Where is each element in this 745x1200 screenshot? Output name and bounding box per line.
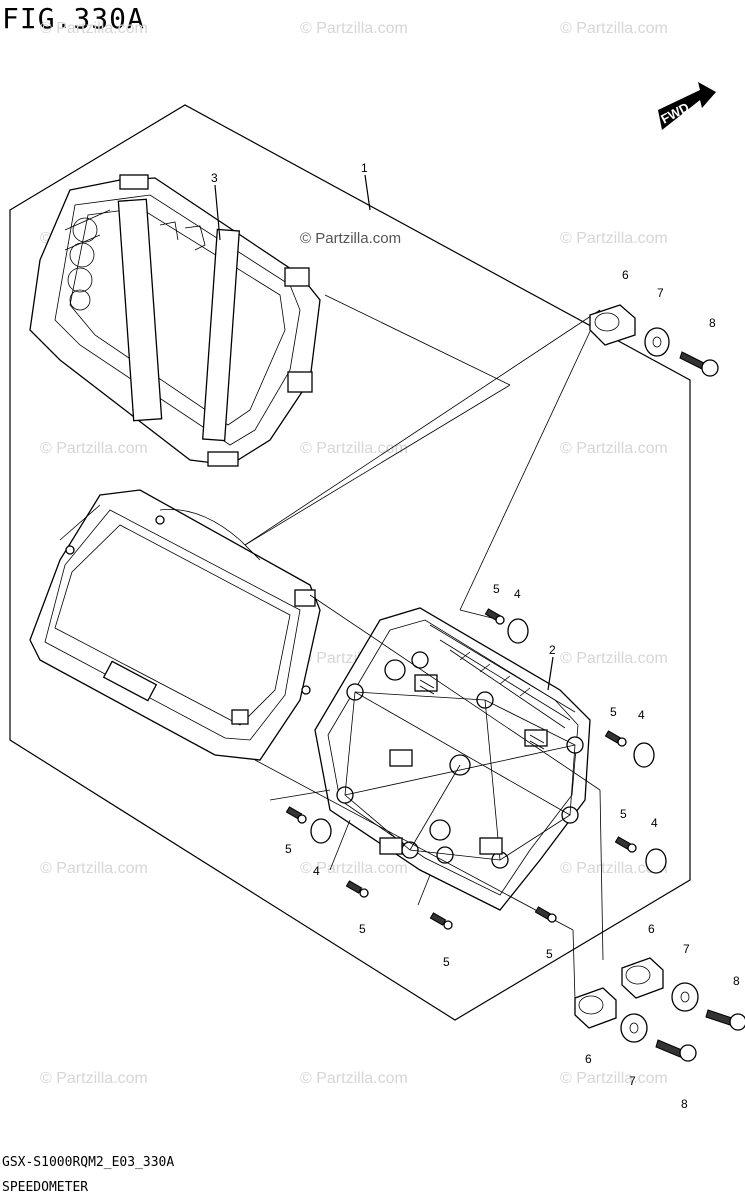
watermark: © Partzilla.com [40,20,148,37]
model-code: GSX-S1000RQM2_E03_330A [2,1155,175,1170]
callout-3: 3 [211,171,218,185]
meter-case [314,607,591,911]
callout-8a: 8 [709,316,716,330]
callout-4d: 4 [313,864,320,878]
callout-6c: 6 [585,1052,592,1066]
grommet-6a [589,304,636,346]
watermark: © Partzilla.com [300,1070,408,1087]
callout-5e: 5 [359,922,366,936]
fwd-arrow-icon: FWD [658,82,716,130]
callout-7c: 7 [629,1074,636,1088]
watermark: © Partzilla.com [300,20,408,37]
meter-cover [29,174,321,467]
screw-5c [614,836,637,853]
callout-5c: 5 [620,807,627,821]
callout-7b: 7 [683,942,690,956]
leader-lines [214,174,604,1001]
watermark: © Partzilla.com [40,1070,148,1087]
screw-5g [534,906,557,923]
callout-4b: 4 [638,708,645,722]
callout-4c: 4 [651,816,658,830]
callout-1: 1 [361,161,368,175]
bolt-8b [705,1009,745,1031]
callout-6a: 6 [622,268,629,282]
grommet-6b [621,957,664,999]
bolt-8a [679,351,719,377]
callout-7a: 7 [657,286,664,300]
screw-5a [484,608,505,625]
callout-5f: 5 [443,955,450,969]
watermark: © Partzilla.com [560,440,668,457]
callout-5a: 5 [493,582,500,596]
washer-7b [671,982,699,1012]
callout-6b: 6 [648,922,655,936]
watermark: © Partzilla.com [40,440,148,457]
screw-5f [429,912,453,930]
figure-name: SPEEDOMETER [2,1180,89,1195]
callout-5g: 5 [546,947,553,961]
callout-2: 2 [549,643,556,657]
fwd-text: FWD [658,100,691,127]
screw-5e [345,880,369,898]
watermark: © Partzilla.com [300,440,408,457]
callout-5d: 5 [285,842,292,856]
screws [285,608,637,930]
figure-title: FIG.330A [2,2,145,35]
rubber-caps [310,618,667,874]
watermark: © Partzilla.com [560,1070,668,1087]
assembly-outline [9,104,691,1021]
watermark: © Partzilla.com [560,230,668,247]
watermark: © Partzilla.com [560,20,668,37]
grommet-6c [574,987,617,1029]
screw-5b [604,730,627,747]
meter-display-unit [29,489,321,761]
callout-5b: 5 [610,705,617,719]
washer-7c [620,1013,648,1043]
watermark-main: © Partzilla.com [300,230,402,247]
washer-7a [644,327,670,357]
watermark: © Partzilla.com [560,860,668,877]
bolt-8c [655,1039,697,1062]
callout-8c: 8 [681,1097,688,1111]
watermark: © Partzilla.com [560,650,668,667]
callout-8b: 8 [733,974,740,988]
callout-4a: 4 [514,587,521,601]
watermark: © Partzilla.com [300,860,408,877]
screw-5d [285,806,307,824]
watermark: © Partzilla.com [40,860,148,877]
